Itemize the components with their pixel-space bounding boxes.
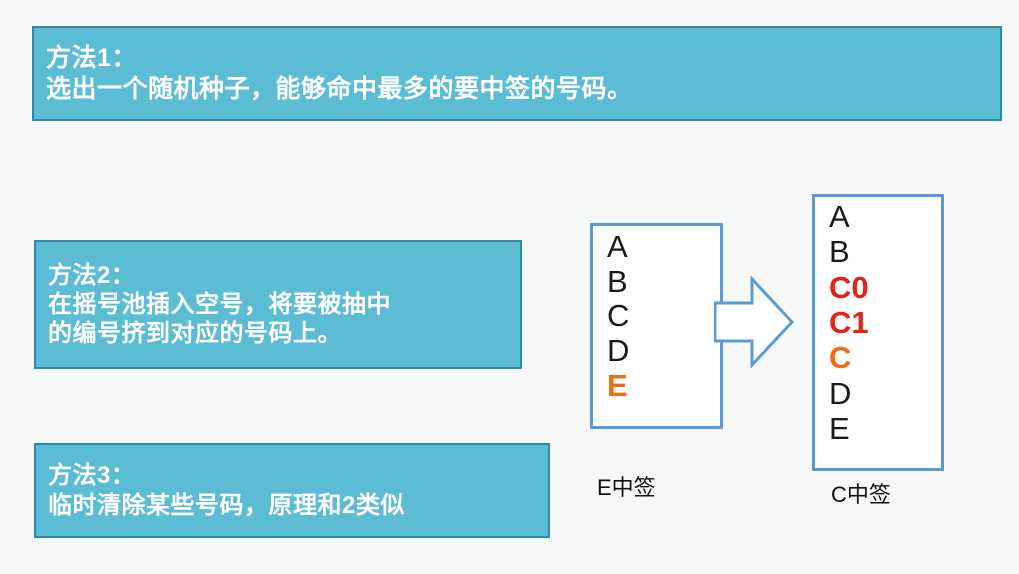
method-3-body: 临时清除某些号码，原理和2类似 — [48, 491, 405, 519]
pool-after-item: E — [829, 410, 850, 446]
pool-after-item-winner: C — [829, 340, 852, 376]
method-2-callout: 方法2： 在摇号池插入空号，将要被抽中 的编号挤到对应的号码上。 — [34, 240, 522, 369]
method-3-callout: 方法3： 临时清除某些号码，原理和2类似 — [34, 443, 550, 538]
pool-after-item: B — [829, 234, 850, 270]
pool-after-item-filler: C1 — [829, 304, 869, 340]
pool-after-list: A B C0 C1 C D E — [815, 197, 941, 446]
method-1-title: 方法1： — [46, 44, 137, 72]
method-2-title: 方法2： — [48, 261, 136, 289]
pool-after-item-filler: C0 — [829, 269, 869, 305]
caption-after: C中签 — [831, 482, 891, 507]
method-1-body: 选出一个随机种子，能够命中最多的要中签的号码。 — [46, 74, 633, 103]
lottery-pool-before: A B C D E — [590, 223, 723, 429]
lottery-pool-after: A B C0 C1 C D E — [812, 194, 944, 471]
pool-after-item: A — [829, 199, 850, 234]
pool-before-list: A B C D E — [593, 226, 720, 404]
pool-before-item: C — [607, 298, 630, 334]
pool-before-item: B — [607, 263, 628, 299]
caption-before: E中签 — [597, 475, 656, 500]
right-block-arrow-icon — [713, 275, 795, 369]
method-2-body-line-1: 在摇号池插入空号，将要被抽中 — [48, 290, 391, 318]
method-3-title: 方法3： — [48, 462, 136, 490]
method-2-body-line-2: 的编号挤到对应的号码上。 — [48, 320, 342, 348]
pool-before-item-winner: E — [607, 367, 628, 403]
pool-before-item: D — [607, 333, 630, 369]
pool-before-item: A — [607, 229, 628, 264]
pool-after-item: D — [829, 375, 852, 411]
method-1-callout: 方法1： 选出一个随机种子，能够命中最多的要中签的号码。 — [32, 26, 1002, 121]
